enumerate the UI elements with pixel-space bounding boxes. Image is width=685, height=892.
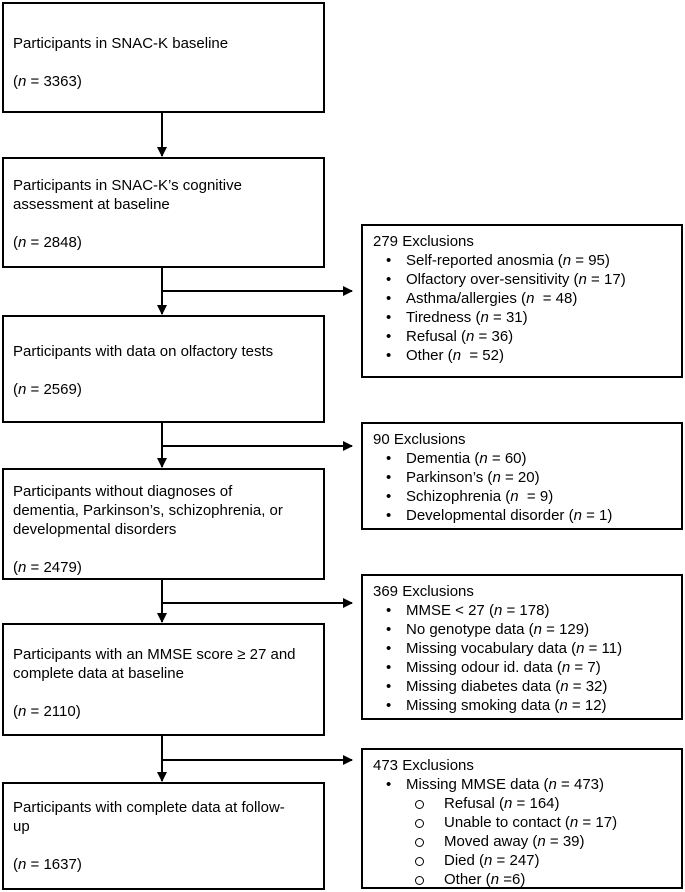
- list-item: Missing smoking data (n = 12): [373, 696, 673, 715]
- list-item: Olfactory over-sensitivity (n = 17): [373, 270, 673, 289]
- box-label: Participants with an MMSE score ≥ 27 and: [13, 646, 296, 663]
- box-count: (n = 2110): [13, 703, 81, 720]
- list-item: MMSE < 27 (n = 178): [373, 601, 673, 620]
- box-follow-up: Participants with complete data at follo…: [2, 782, 325, 890]
- exclusions-list: MMSE < 27 (n = 178) No genotype data (n …: [373, 601, 673, 715]
- list-item: Tiredness (n = 31): [373, 308, 673, 327]
- box-baseline: Participants in SNAC-K baseline (n = 336…: [2, 2, 325, 113]
- list-item: Developmental disorder (n = 1): [373, 506, 673, 525]
- box-label: developmental disorders: [13, 521, 177, 538]
- box-count: (n = 2479): [13, 559, 82, 576]
- list-item: Refusal (n = 36): [373, 327, 673, 346]
- exclusions-list: Self-reported anosmia (n = 95) Olfactory…: [373, 251, 673, 365]
- exclusions-title: 369 Exclusions: [373, 583, 474, 600]
- box-count: (n = 2569): [13, 381, 82, 398]
- exclusions-title: 90 Exclusions: [373, 431, 466, 448]
- exclusions-title: 473 Exclusions: [373, 757, 474, 774]
- box-label: dementia, Parkinson’s, schizophrenia, or: [13, 502, 283, 519]
- box-label: Participants in SNAC-K’s cognitive: [13, 177, 242, 194]
- box-label: up: [13, 818, 30, 835]
- list-item: Missing odour id. data (n = 7): [373, 658, 673, 677]
- exclusions-box-1: 279 Exclusions Self-reported anosmia (n …: [361, 224, 683, 378]
- box-label: Participants with data on olfactory test…: [13, 343, 274, 360]
- box-label: complete data at baseline: [13, 665, 184, 682]
- box-count: (n = 1637): [13, 856, 82, 873]
- box-no-diagnoses: Participants without diagnoses of dement…: [2, 468, 325, 580]
- box-label: assessment at baseline: [13, 196, 170, 213]
- list-item: Unable to contact (n = 17): [406, 813, 673, 832]
- box-count: (n = 2848): [13, 234, 82, 251]
- exclusions-box-2: 90 Exclusions Dementia (n = 60) Parkinso…: [361, 422, 683, 530]
- exclusions-list: Missing MMSE data (n = 473) Refusal (n =…: [373, 775, 673, 889]
- list-item: Asthma/allergies (n = 48): [373, 289, 673, 308]
- list-item: Missing vocabulary data (n = 11): [373, 639, 673, 658]
- box-count: (n = 3363): [13, 73, 82, 90]
- list-item: Schizophrenia (n = 9): [373, 487, 673, 506]
- box-label: Participants with complete data at follo…: [13, 799, 285, 816]
- list-item: Missing MMSE data (n = 473) Refusal (n =…: [373, 775, 673, 889]
- exclusions-sublist: Refusal (n = 164) Unable to contact (n =…: [406, 794, 673, 889]
- box-label: Participants without diagnoses of: [13, 483, 233, 500]
- list-item: Self-reported anosmia (n = 95): [373, 251, 673, 270]
- list-item: Other (n =6): [406, 870, 673, 889]
- box-olfactory-tests: Participants with data on olfactory test…: [2, 315, 325, 423]
- exclusions-title: 279 Exclusions: [373, 233, 474, 250]
- list-item: Dementia (n = 60): [373, 449, 673, 468]
- list-item: Died (n = 247): [406, 851, 673, 870]
- exclusions-list: Dementia (n = 60) Parkinson’s (n = 20) S…: [373, 449, 673, 525]
- list-item: Refusal (n = 164): [406, 794, 673, 813]
- list-item: Parkinson’s (n = 20): [373, 468, 673, 487]
- box-label: Participants in SNAC-K baseline: [13, 35, 229, 52]
- box-cognitive-assessment: Participants in SNAC-K’s cognitive asses…: [2, 157, 325, 268]
- box-mmse-baseline: Participants with an MMSE score ≥ 27 and…: [2, 623, 325, 736]
- list-item: Other (n = 52): [373, 346, 673, 365]
- exclusions-box-4: 473 Exclusions Missing MMSE data (n = 47…: [361, 748, 683, 889]
- exclusions-box-3: 369 Exclusions MMSE < 27 (n = 178) No ge…: [361, 574, 683, 720]
- list-item: Missing diabetes data (n = 32): [373, 677, 673, 696]
- list-item: No genotype data (n = 129): [373, 620, 673, 639]
- list-item: Moved away (n = 39): [406, 832, 673, 851]
